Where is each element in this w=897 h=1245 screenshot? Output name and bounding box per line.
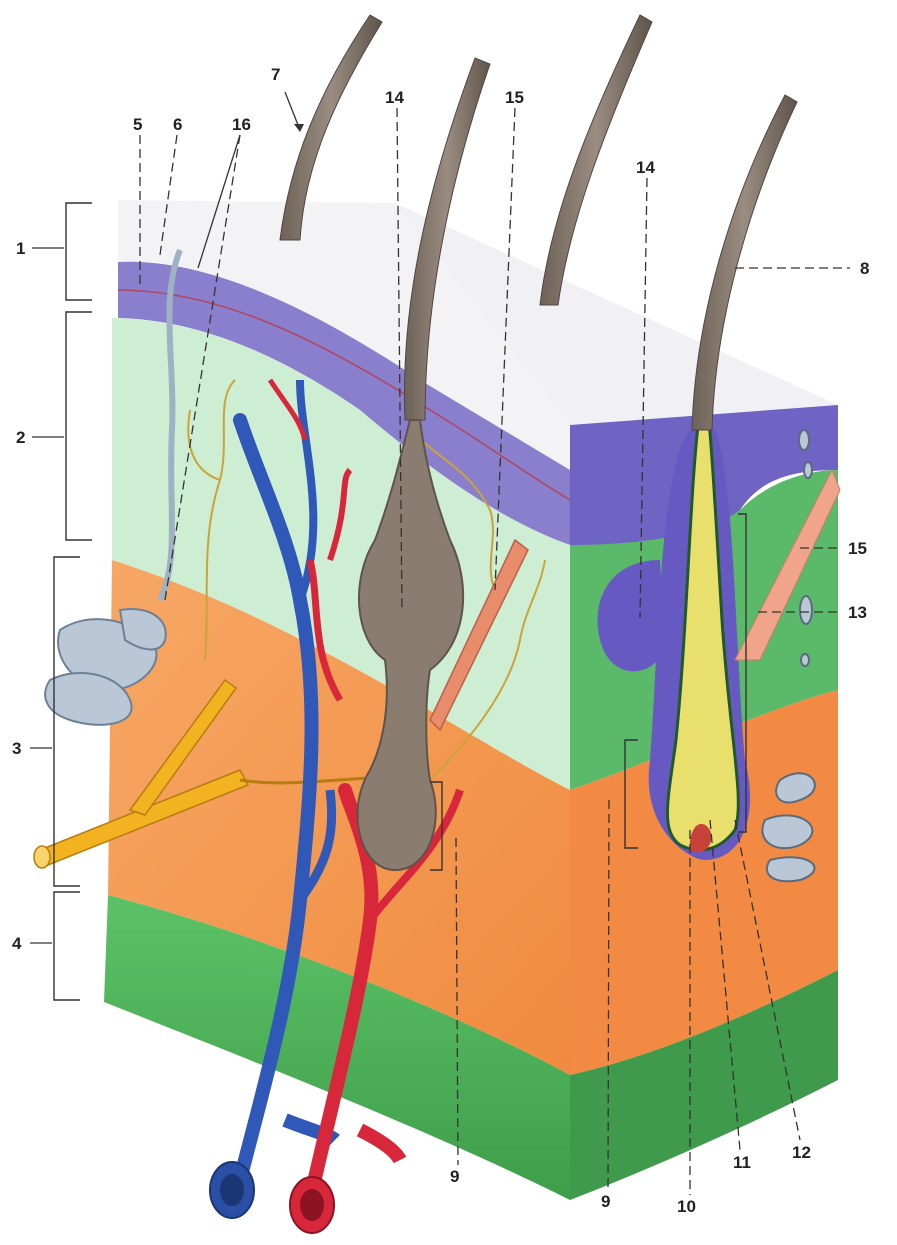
- label-8: 8: [860, 259, 869, 278]
- bracket-dermis: [66, 312, 92, 540]
- label-13: 13: [848, 603, 867, 622]
- label-10: 10: [677, 1197, 696, 1216]
- label-14-right: 14: [636, 158, 655, 177]
- label-1: 1: [16, 239, 25, 258]
- label-2: 2: [16, 428, 25, 447]
- label-9-right: 9: [601, 1192, 610, 1211]
- label-12: 12: [792, 1143, 811, 1162]
- label-15-front: 15: [505, 88, 524, 107]
- bracket-epidermis: [66, 203, 92, 300]
- label-14-front: 14: [385, 88, 404, 107]
- label-4: 4: [12, 934, 22, 953]
- label-5: 5: [133, 115, 142, 134]
- label-9-front: 9: [450, 1167, 459, 1186]
- label-15-right: 15: [848, 539, 867, 558]
- label-6: 6: [173, 115, 182, 134]
- label-3: 3: [12, 739, 21, 758]
- label-7: 7: [271, 65, 280, 84]
- label-11: 11: [733, 1153, 751, 1172]
- label-16: 16: [232, 115, 251, 134]
- bracket-fascia: [54, 892, 80, 1000]
